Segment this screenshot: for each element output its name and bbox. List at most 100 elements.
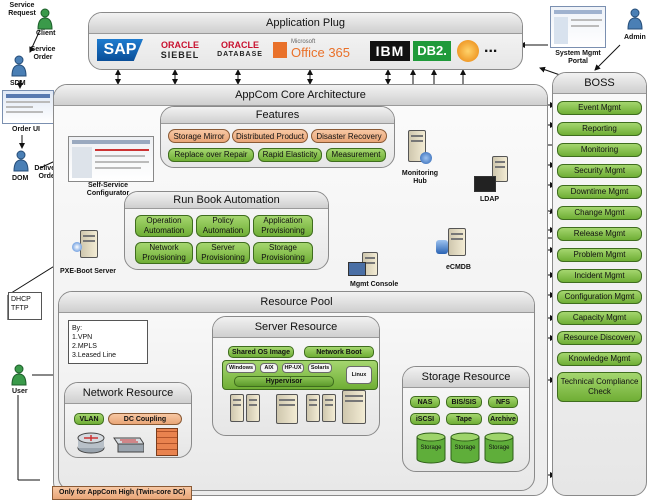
by-leased-line: 3.Leased Line xyxy=(72,352,116,359)
rapid-elasticity-pill: Rapid Elasticity xyxy=(258,148,322,162)
hypervisor-pill: Hypervisor xyxy=(234,376,334,387)
iscsi-pill: iSCSI xyxy=(410,413,440,425)
mgmt-console-label: Mgmt Console xyxy=(350,281,399,288)
server-rack-icon-6 xyxy=(342,390,366,424)
system-mgmt-portal-screenshot xyxy=(550,6,606,48)
oracle-database-logo: ORACLE DATABASE xyxy=(217,40,263,58)
ldap-label: LDAP xyxy=(480,196,500,203)
boss-title: BOSS xyxy=(553,73,646,94)
admin-person-icon xyxy=(627,8,643,30)
disaster-recovery-pill: Disaster Recovery xyxy=(311,129,387,143)
connection-by-box: By: 1.VPN 2.MPLS 3.Leased Line xyxy=(68,320,148,364)
boss-item: Change Mgmt xyxy=(557,206,642,220)
boss-item: Reporting xyxy=(557,122,642,136)
boss-item: Technical Compliance Check xyxy=(557,372,642,402)
boss-item: Monitoring xyxy=(557,143,642,157)
server-resource-title: Server Resource xyxy=(213,317,379,338)
network-boot-pill: Network Boot xyxy=(304,346,374,358)
pxe-boot-server-icon xyxy=(80,230,98,258)
system-mgmt-portal-label: System Mgmt Portal xyxy=(555,50,601,65)
boss-item: Configuration Mgmt xyxy=(557,290,642,304)
hp-ux-pill: HP-UX xyxy=(282,363,304,373)
firewall-icon xyxy=(156,428,178,456)
server-rack-icon-1 xyxy=(230,394,244,422)
client-person-icon xyxy=(37,8,53,30)
order-ui-screenshot xyxy=(2,90,54,124)
boss-item: Incident Mgmt xyxy=(557,269,642,283)
delivery-order-label: Delivery Order xyxy=(34,165,62,180)
user-label: User xyxy=(12,388,28,395)
dom-label: DOM xyxy=(12,175,29,182)
boss-item: Capacity Mgmt xyxy=(557,311,642,325)
monitoring-hub-gear-icon xyxy=(420,152,432,164)
sdm-label: SDM xyxy=(10,80,26,87)
resource-pool-title: Resource Pool xyxy=(59,292,534,313)
runbook-title: Run Book Automation xyxy=(125,192,328,209)
tape-pill: Tape xyxy=(446,413,482,425)
storage-cylinder-1: Storage xyxy=(416,432,446,464)
storage-label-3: Storage xyxy=(488,445,510,451)
boss-panel: BOSS xyxy=(552,72,647,496)
policy-automation-pill: Policy Automation xyxy=(196,215,250,237)
vlan-pill: VLAN xyxy=(74,413,104,425)
user-person-icon xyxy=(11,364,27,386)
by-vpn: 1.VPN xyxy=(72,334,93,341)
distributed-product-pill: Distributed Product xyxy=(232,129,308,143)
dhcp-tftp-box: DHCP TFTP xyxy=(8,292,42,320)
ldap-monitor-icon xyxy=(474,176,496,192)
dc-coupling-pill: DC Coupling xyxy=(108,413,182,425)
network-provisioning-pill: Network Provisioning xyxy=(135,242,193,264)
service-order-label: Service Order xyxy=(30,46,56,61)
pxe-boot-label: PXE-Boot Server xyxy=(60,268,117,275)
storage-resource-title: Storage Resource xyxy=(403,367,529,388)
server-rack-icon-3 xyxy=(276,394,298,424)
order-ui-label: Order UI xyxy=(12,126,41,133)
linux-pill: Linux xyxy=(346,366,372,384)
boss-item: Knowledge Mgmt xyxy=(557,352,642,366)
boss-item: Event Mgmt xyxy=(557,101,642,115)
windows-pill: Windows xyxy=(226,363,256,373)
storage-label-2: Storage xyxy=(454,445,476,451)
replace-over-repair-pill: Replace over Repair xyxy=(168,148,254,162)
measurement-pill: Measurement xyxy=(326,148,386,162)
ecmdb-label: eCMDB xyxy=(446,264,471,271)
more-apps-ellipsis: ... xyxy=(484,39,498,56)
ecmdb-db-icon xyxy=(436,240,448,254)
boss-item: Problem Mgmt xyxy=(557,248,642,262)
server-rack-icon-4 xyxy=(306,394,320,422)
core-architecture-title: AppCom Core Architecture xyxy=(54,85,547,106)
ecmdb-server-icon xyxy=(448,228,466,256)
by-mpls: 2.MPLS xyxy=(72,343,97,350)
operation-automation-pill: Operation Automation xyxy=(135,215,193,237)
server-rack-icon-5 xyxy=(322,394,336,422)
storage-cylinder-2: Storage xyxy=(450,432,480,464)
bis-sis-pill: BIS/SIS xyxy=(446,396,482,408)
mgmt-console-monitor-icon xyxy=(348,262,366,276)
server-rack-icon-2 xyxy=(246,394,260,422)
boss-item: Resource Discovery xyxy=(557,331,642,345)
aix-pill: AIX xyxy=(260,363,278,373)
self-service-configurator-screenshot xyxy=(68,136,154,182)
monitoring-hub-label: Monitoring Hub xyxy=(401,170,439,185)
service-request-label: Service Request xyxy=(8,2,36,17)
dhcp-label: DHCP xyxy=(11,296,31,303)
application-plug-title: Application Plug xyxy=(89,13,522,34)
boss-item: Release Mgmt xyxy=(557,227,642,241)
nas-pill: NAS xyxy=(410,396,440,408)
application-provisioning-pill: Application Provisioning xyxy=(253,215,313,237)
features-title: Features xyxy=(161,107,394,124)
router-icon xyxy=(77,432,105,454)
nfs-pill: NFS xyxy=(488,396,518,408)
sdm-person-icon xyxy=(11,55,27,77)
switch-icon xyxy=(113,437,144,453)
pxe-boot-disc-icon xyxy=(72,242,82,252)
shared-os-image-pill: Shared OS Image xyxy=(228,346,294,358)
storage-label-1: Storage xyxy=(420,445,442,451)
ldap-server-icon xyxy=(492,156,508,182)
footnote-badge: Only for AppCom High (Twin-core DC) xyxy=(52,486,193,500)
self-service-configurator-label: Self-Service Configurator xyxy=(86,182,130,197)
db2-logo: DB2. xyxy=(413,41,451,61)
office365-logo: Microsoft Office 365 xyxy=(273,39,365,63)
network-resource-title: Network Resource xyxy=(65,383,191,404)
storage-provisioning-pill: Storage Provisioning xyxy=(253,242,313,264)
